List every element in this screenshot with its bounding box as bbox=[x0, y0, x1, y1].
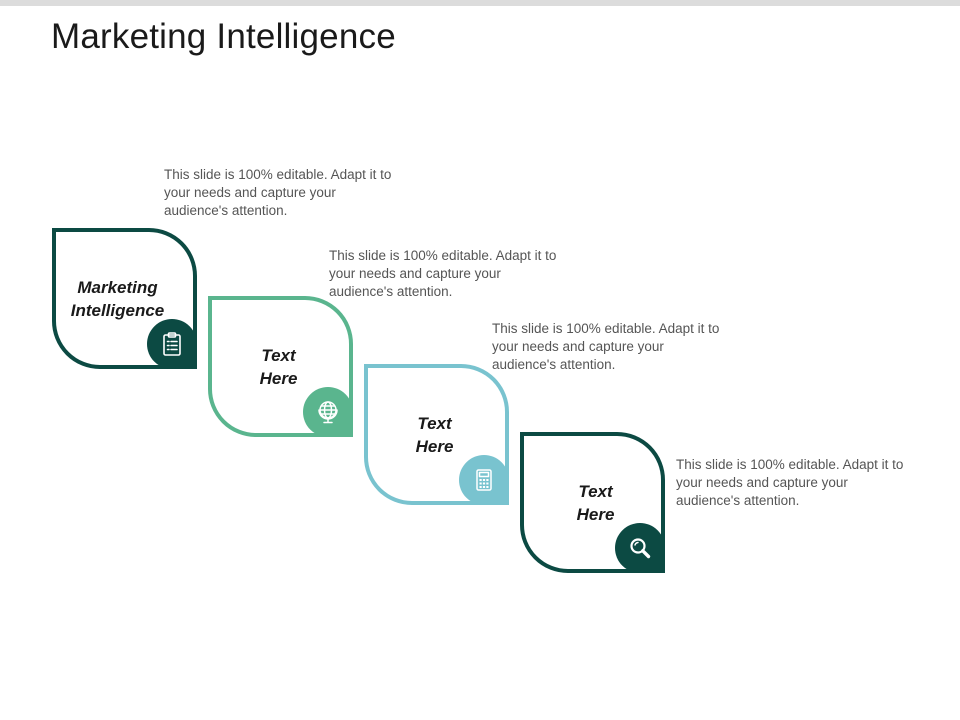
step-1-card[interactable]: Marketing Intelligence bbox=[52, 228, 197, 369]
top-bar bbox=[0, 0, 960, 6]
step-3-label: Text Here bbox=[415, 413, 454, 456]
calculator-icon bbox=[459, 455, 509, 505]
globe-icon bbox=[303, 387, 353, 437]
step-3-description: This slide is 100% editable. Adapt it to… bbox=[492, 321, 720, 372]
step-4-card[interactable]: Text Here bbox=[520, 432, 665, 573]
step-3-card[interactable]: Text Here bbox=[364, 364, 509, 505]
clipboard-icon bbox=[147, 319, 197, 369]
step-4-description: This slide is 100% editable. Adapt it to… bbox=[676, 457, 904, 508]
step-2-label: Text Here bbox=[259, 345, 298, 388]
step-4-label: Text Here bbox=[576, 481, 615, 524]
step-2-card[interactable]: Text Here bbox=[208, 296, 353, 437]
slide-title: Marketing Intelligence bbox=[51, 17, 396, 56]
step-1-description: This slide is 100% editable. Adapt it to… bbox=[164, 167, 392, 218]
step-1-label: Marketing Intelligence bbox=[70, 277, 165, 320]
magnifier-icon bbox=[615, 523, 665, 573]
step-2-description: This slide is 100% editable. Adapt it to… bbox=[329, 248, 557, 299]
